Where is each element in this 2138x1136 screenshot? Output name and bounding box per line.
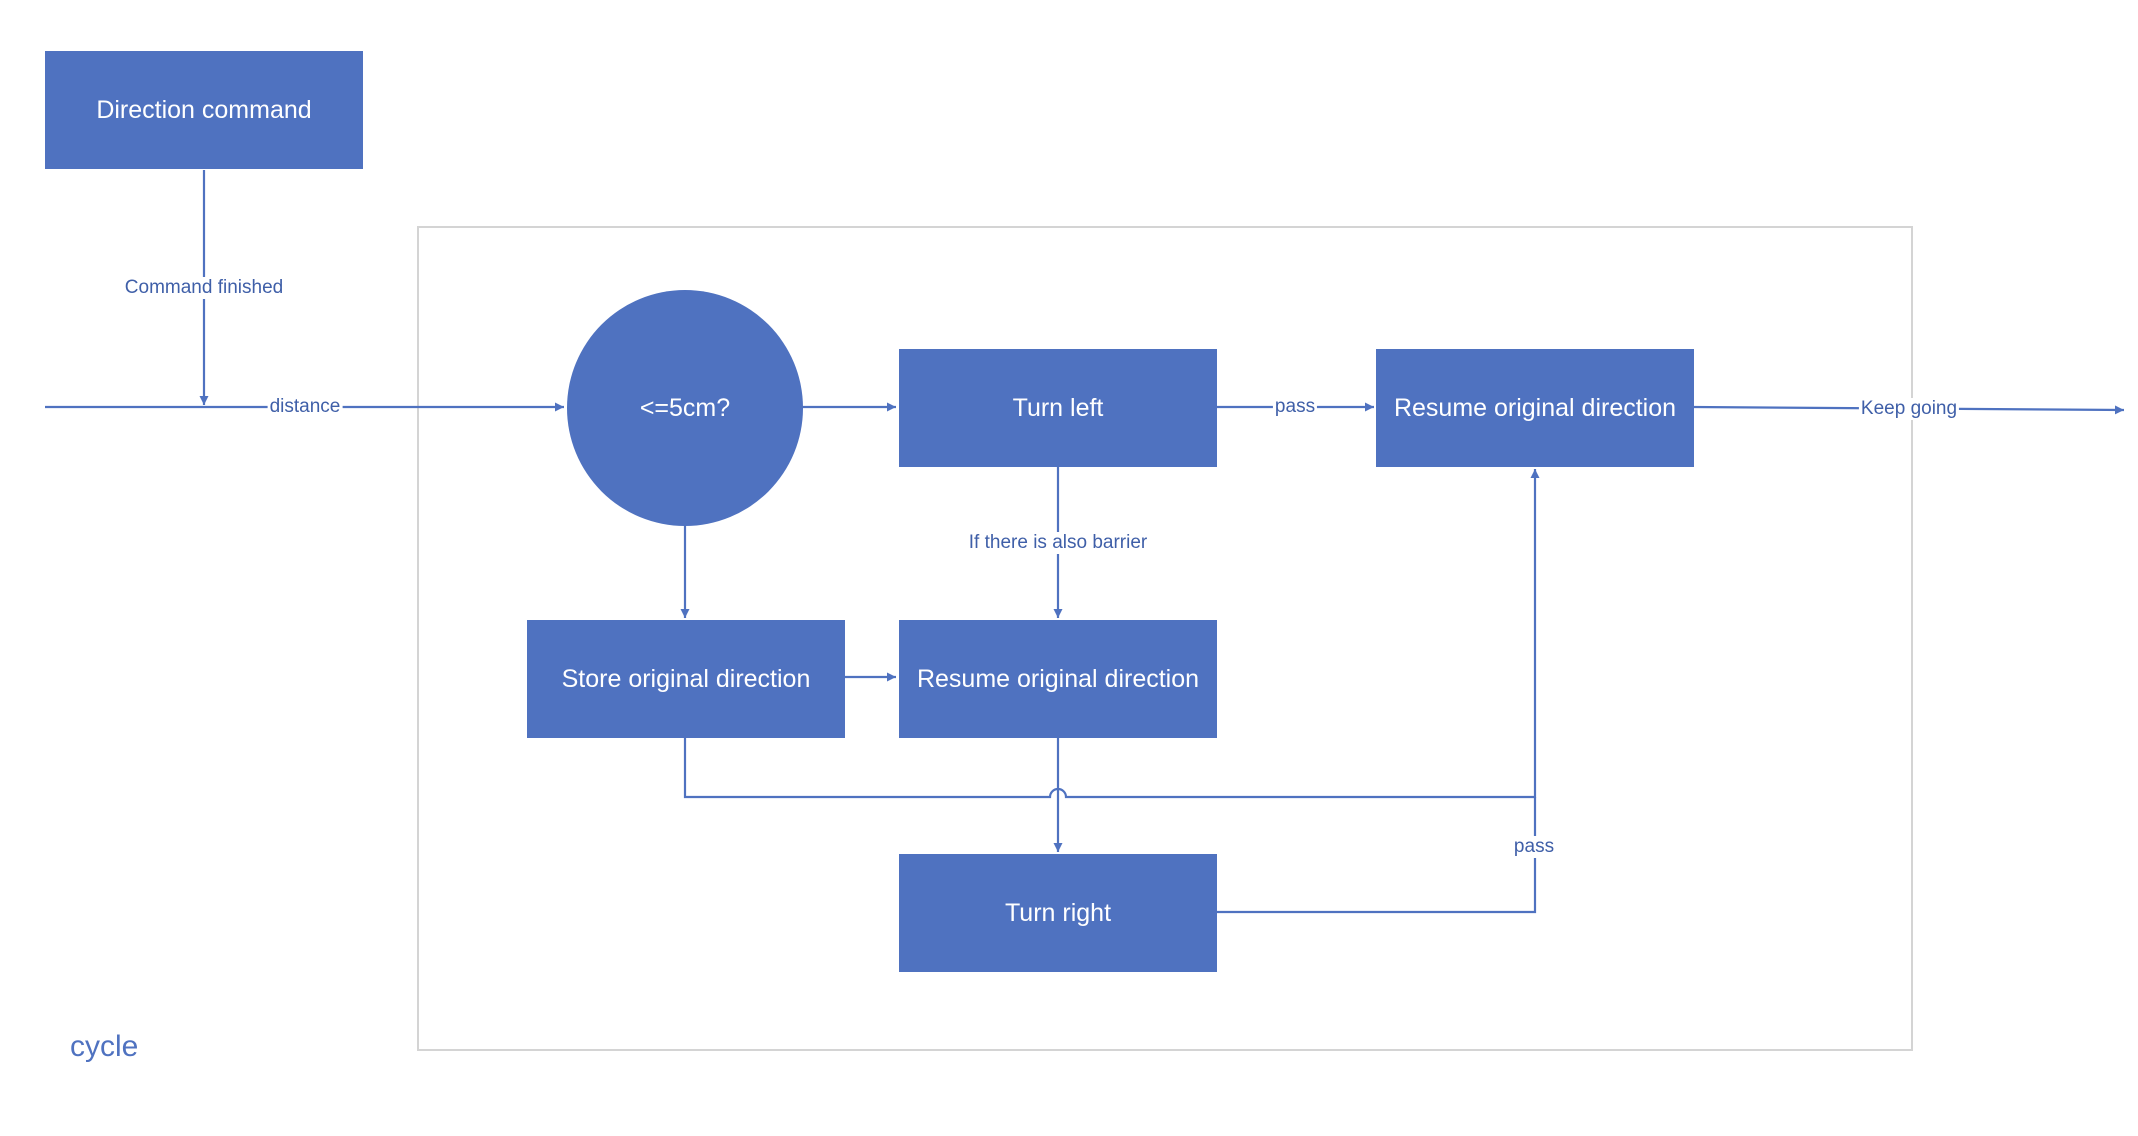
turn-left-node: Turn left [899,349,1217,467]
edge-label-also-barrier: If there is also barrier [966,532,1150,554]
turn-right-node: Turn right [899,854,1217,972]
edge-label-pass-right: pass [1511,836,1557,858]
direction-command-node: Direction command [45,51,363,169]
distance-check-node: <=5cm? [567,290,803,526]
resume-direction-middle-node: Resume original direction [899,620,1217,738]
cycle-group-label: cycle [70,1030,139,1063]
edge-label-pass-top: pass [1272,396,1318,418]
edge-label-command-finished: Command finished [122,277,286,299]
cycle-group-frame [417,226,1913,1051]
store-direction-node: Store original direction [527,620,845,738]
edge-pass-right [1217,797,1537,914]
edge-label-distance: distance [267,396,343,418]
resume-direction-top-node: Resume original direction [1376,349,1694,467]
edge-label-keep-going: Keep going [1858,398,1960,420]
